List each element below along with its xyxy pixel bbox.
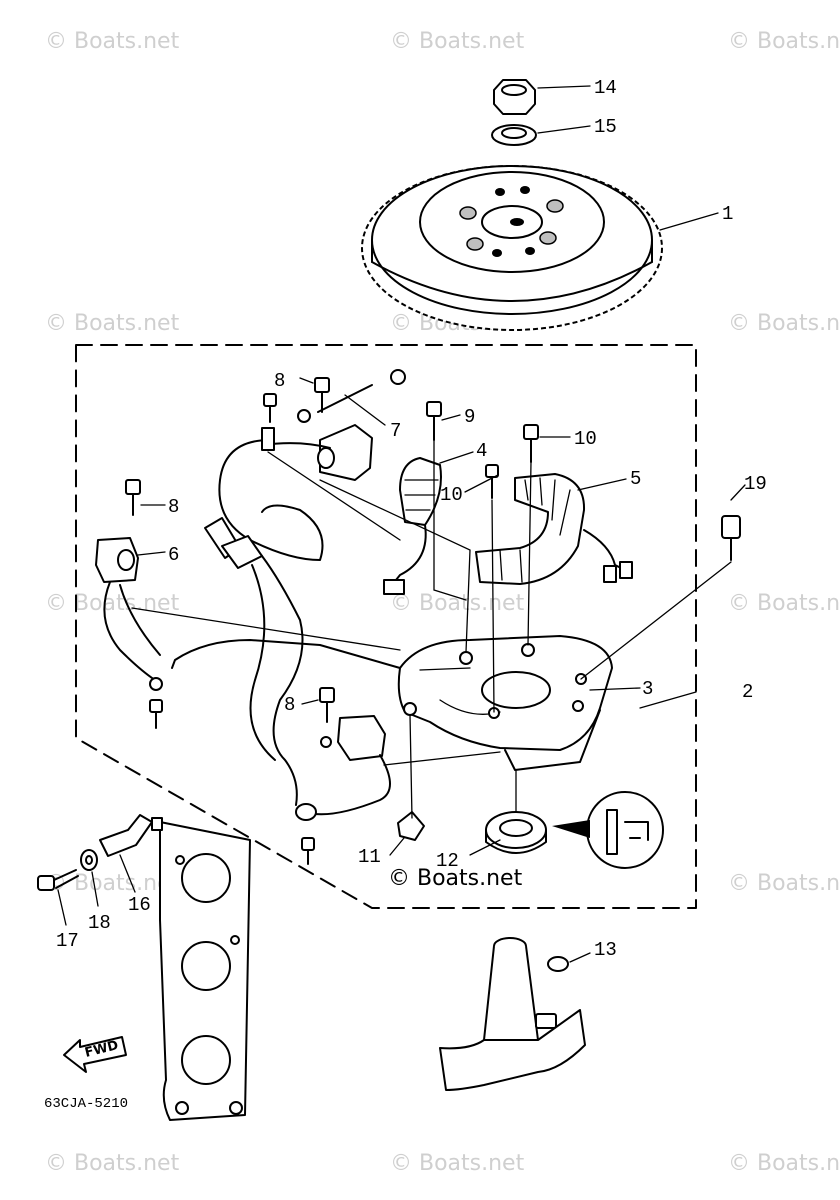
watermark: © Boats.net: [390, 1151, 525, 1176]
callout-19: 19: [744, 473, 767, 495]
callout-12: 12: [436, 850, 459, 872]
flywheel-washer: [491, 124, 537, 146]
washer: [80, 849, 98, 871]
center-watermark: © Boats.net: [388, 866, 523, 891]
callout-8-left: 8: [168, 496, 179, 518]
callout-3: 3: [642, 678, 653, 700]
pulser-coil-upper: [317, 424, 373, 481]
callout-18: 18: [88, 912, 111, 934]
callout-13: 13: [594, 939, 617, 961]
callout-2: 2: [742, 681, 753, 703]
callout-4: 4: [476, 440, 487, 462]
callout-10-right: 10: [574, 428, 597, 450]
pulser-coil-lower: [295, 715, 391, 821]
watermark: © Boats.net: [45, 29, 180, 54]
callout-7: 7: [390, 420, 401, 442]
stator-base: [397, 635, 613, 771]
bolt: [37, 869, 79, 891]
screws: [125, 377, 741, 865]
oil-seal: [485, 811, 547, 854]
flywheel-nut: [493, 79, 536, 115]
callout-14: 14: [594, 77, 617, 99]
callout-labels: 14 15 1 2 3 4 5 6 7 8 8 8 9 10 10 11 12 …: [56, 77, 767, 961]
watermark: © Boats.net: [45, 1151, 180, 1176]
watermark: © Boats.net: [728, 1151, 840, 1176]
callout-9: 9: [464, 406, 475, 428]
callout-10-left: 10: [440, 484, 463, 506]
watermark: © Boats.net: [728, 591, 840, 616]
pickup-coil: [95, 537, 163, 691]
callout-11: 11: [358, 846, 381, 868]
watermark: © Boats.net: [45, 311, 180, 336]
callout-8-lower: 8: [284, 694, 295, 716]
watermark: © Boats.net: [728, 311, 840, 336]
wire-harness: [171, 369, 406, 806]
watermark: © Boats.net: [390, 591, 525, 616]
charge-coil: [383, 457, 442, 595]
assembly-boundary: [75, 344, 697, 909]
callout-leaders: [57, 85, 746, 963]
callout-5: 5: [630, 468, 641, 490]
watermark: © Boats.net: [390, 29, 525, 54]
callout-1: 1: [722, 203, 733, 225]
callout-8-top: 8: [274, 370, 285, 392]
wire-clamp: [397, 811, 425, 841]
crankshaft: [439, 937, 586, 1091]
detail-circle: [552, 791, 664, 869]
fwd-arrow: FWD: [63, 1036, 127, 1073]
watermark: © Boats.net: [45, 871, 180, 896]
bracket: [99, 814, 163, 857]
lighting-coil: [475, 473, 633, 585]
callout-17: 17: [56, 930, 79, 952]
cylinder-block: [159, 821, 251, 1121]
assembly-lines: [131, 439, 732, 819]
callout-6: 6: [168, 544, 179, 566]
drawing-code: 63CJA-5210: [44, 1096, 128, 1112]
callout-16: 16: [128, 894, 151, 916]
callout-15: 15: [594, 116, 617, 138]
watermark: © Boats.net: [728, 871, 840, 896]
flywheel: [361, 165, 663, 331]
watermark: © Boats.net: [728, 29, 840, 54]
